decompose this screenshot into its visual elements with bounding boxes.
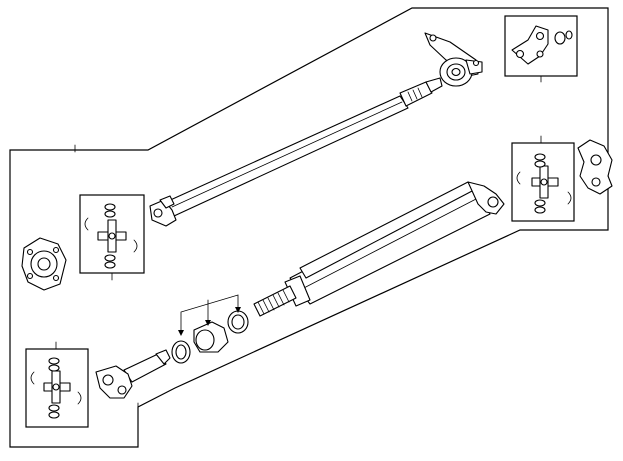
- rear-driveshaft: [253, 181, 505, 317]
- ujoint-kit-box-right: [511, 135, 575, 222]
- flange-yoke: [577, 139, 613, 195]
- front-driveshaft: [149, 77, 443, 227]
- ujoint-kit-box-upper-right: [504, 15, 578, 83]
- callout-arrows: [178, 294, 241, 336]
- ujoint-kit-box-lower-left: [25, 341, 89, 428]
- ujoint-kit-box-left: [79, 194, 145, 281]
- boot-and-clamps: [171, 310, 249, 364]
- slip-yoke-shaft: [95, 349, 171, 399]
- center-support-bearing: [424, 32, 483, 87]
- companion-flange: [21, 237, 67, 291]
- diagram-border: [9, 7, 609, 448]
